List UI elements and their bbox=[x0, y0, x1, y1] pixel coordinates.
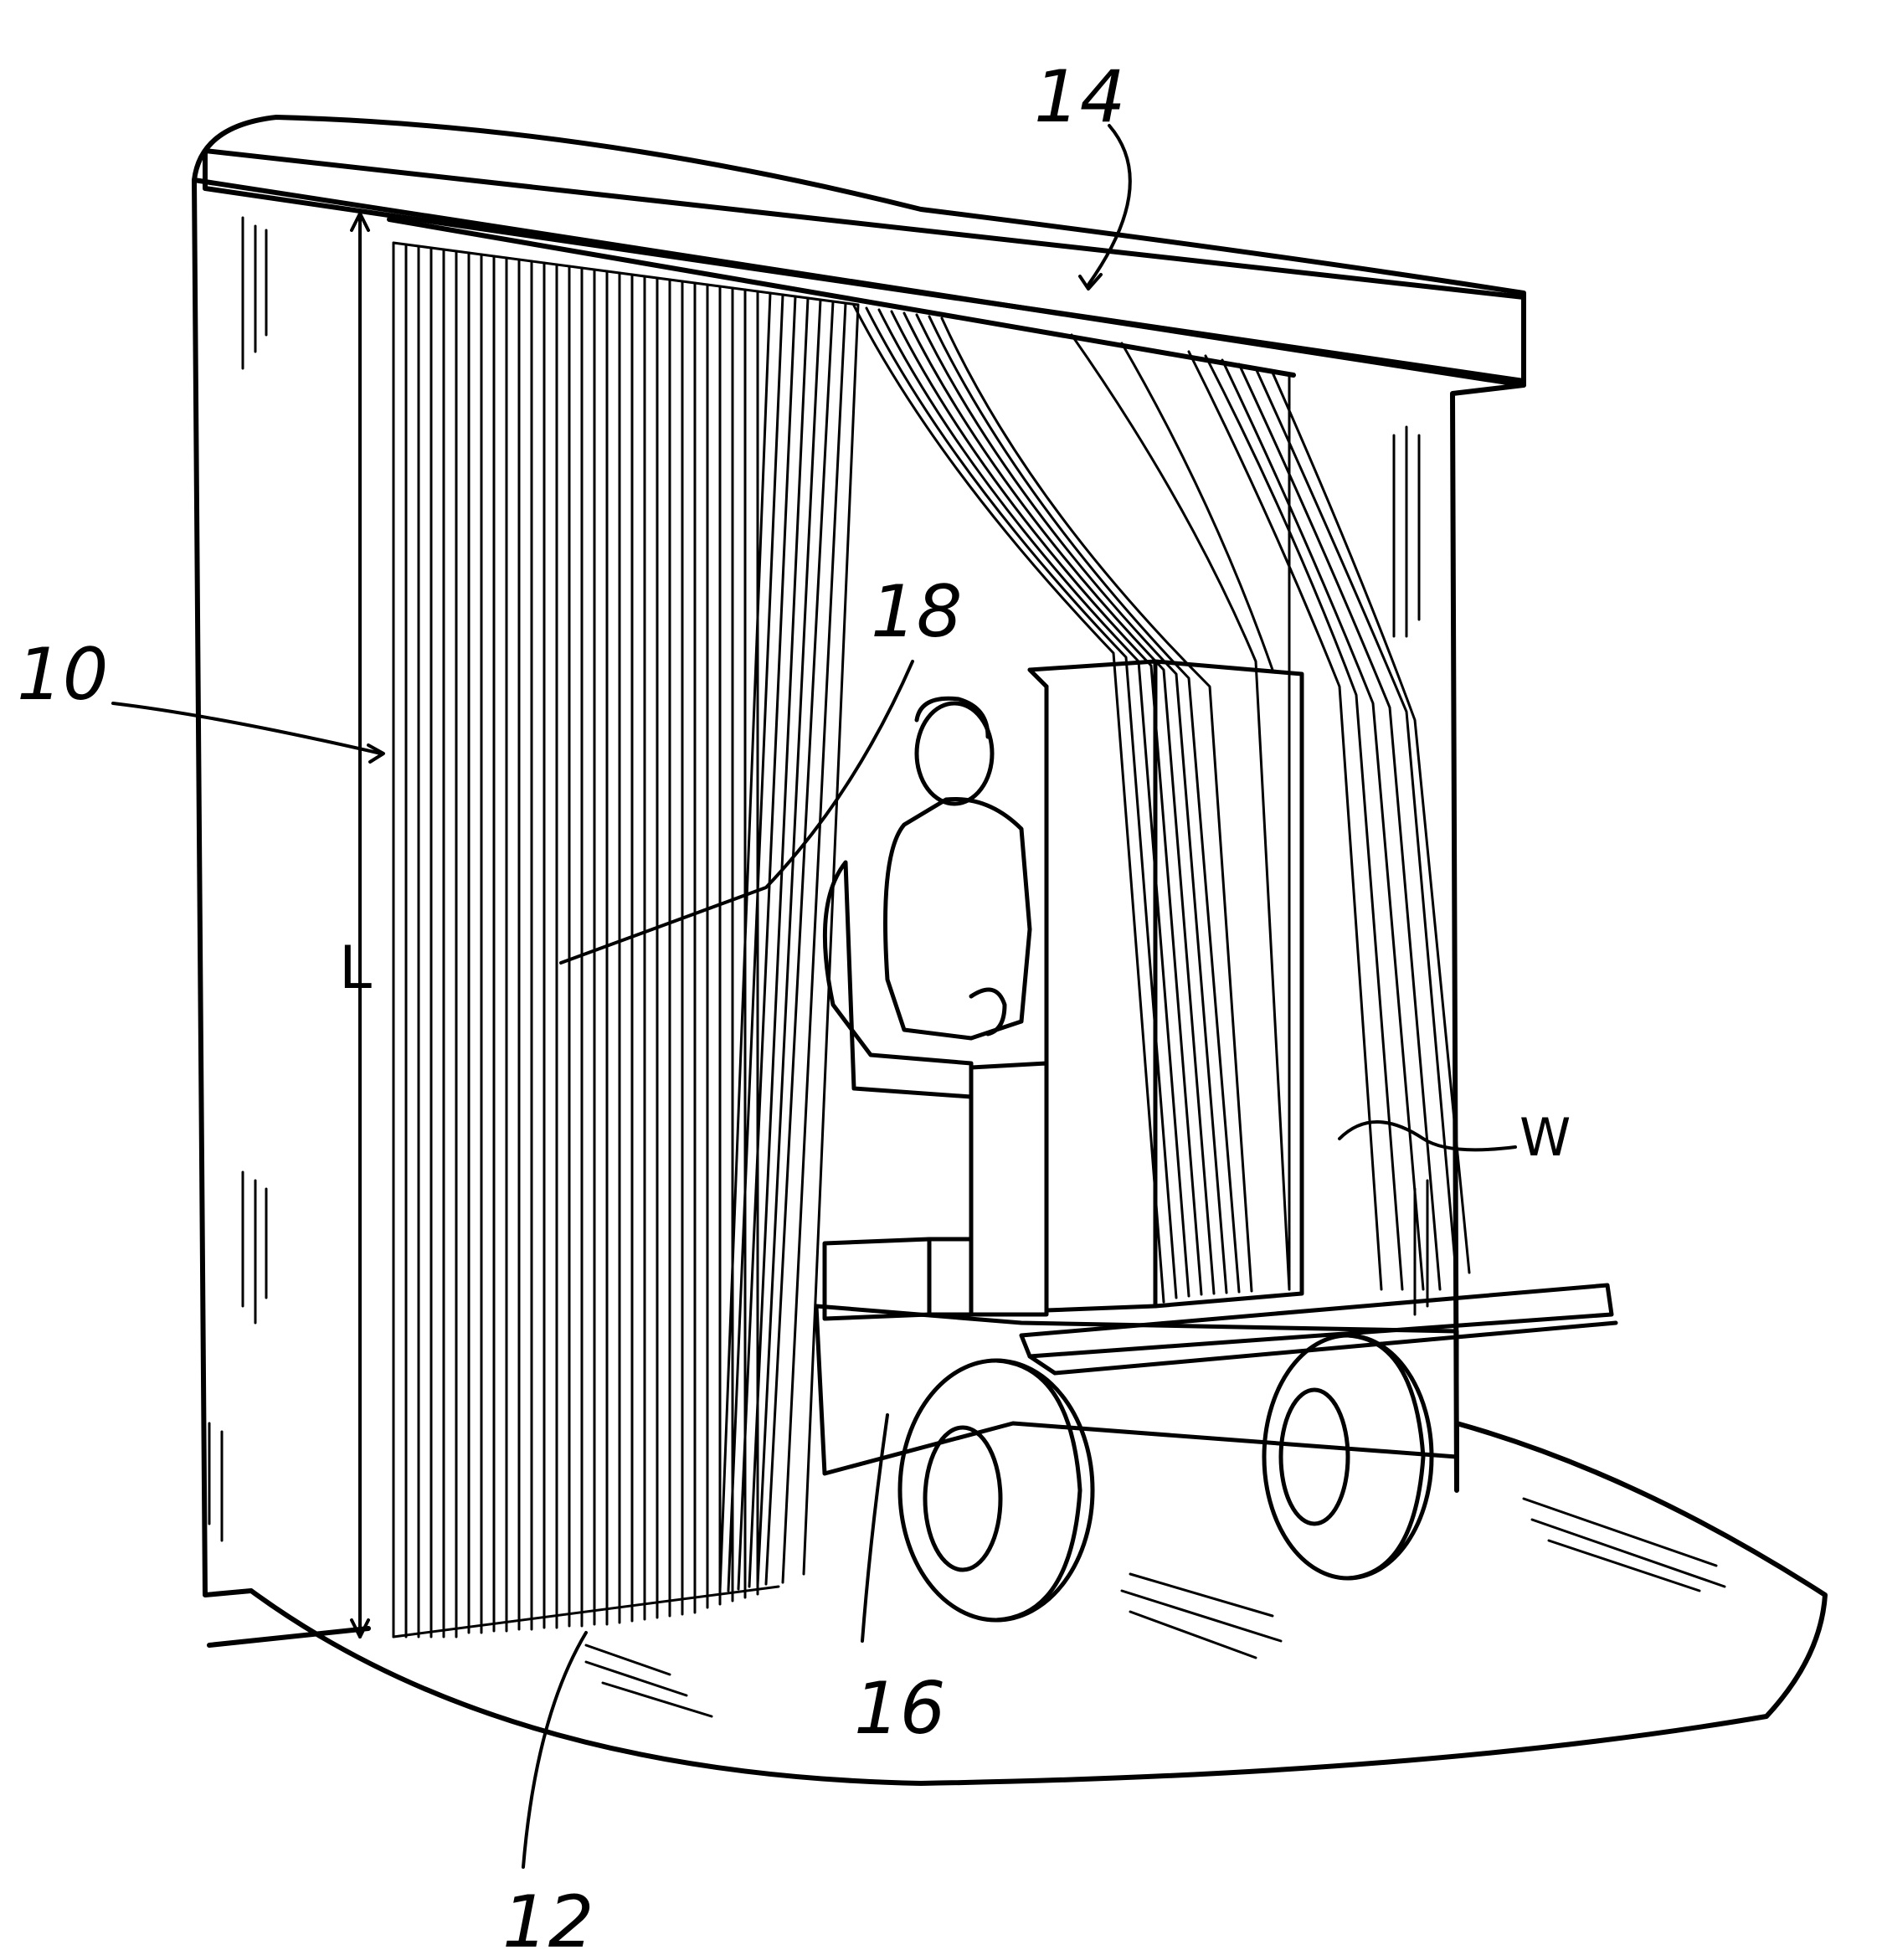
label-12: 12 bbox=[502, 1880, 594, 1960]
label-L: L bbox=[339, 934, 372, 1002]
label-W: W bbox=[1519, 1107, 1571, 1168]
operator bbox=[825, 698, 1030, 1097]
rear-wheel bbox=[1264, 1335, 1432, 1578]
leader-lines bbox=[113, 126, 1515, 1867]
label-16: 16 bbox=[854, 1667, 945, 1751]
label-18: 18 bbox=[871, 570, 962, 654]
label-14: 14 bbox=[1034, 55, 1125, 139]
label-10: 10 bbox=[17, 633, 108, 717]
wall bbox=[194, 117, 1825, 1783]
front-wheel bbox=[900, 1361, 1093, 1620]
